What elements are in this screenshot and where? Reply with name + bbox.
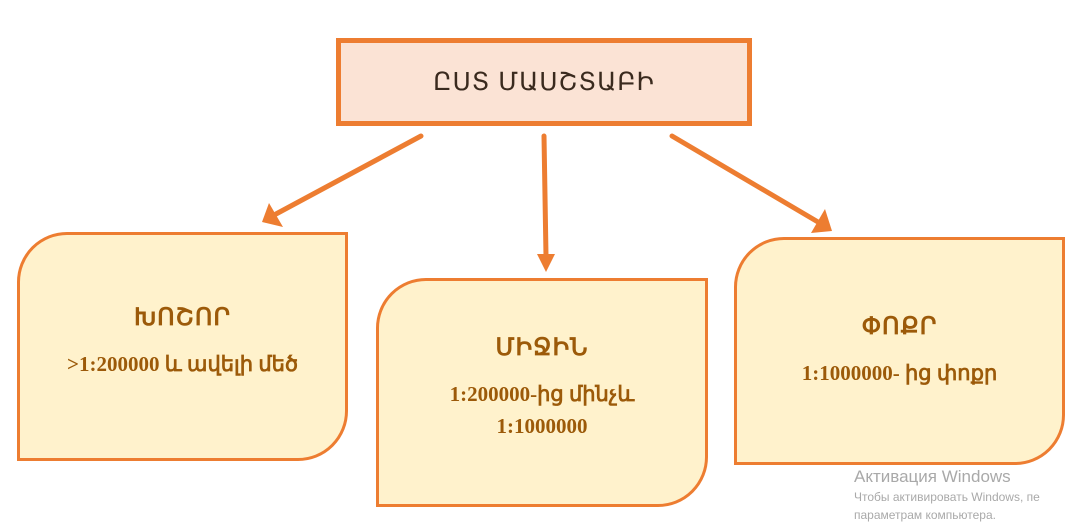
category-card-large: ԽՈՇՈՐ >1:200000 և ավելի մեծ: [17, 232, 348, 461]
category-description: >1:200000 և ավելի մեծ: [66, 352, 299, 376]
arrow-to-medium: [541, 133, 549, 259]
category-card-medium: ՄԻՋԻՆ 1:200000-ից մինչև 1:1000000: [376, 278, 708, 507]
root-title: ԸՍՏ ՄԱՍՇՏԱԲԻ: [433, 68, 655, 96]
watermark-title: Активация Windows: [854, 467, 1011, 486]
arrow-head-large: [262, 203, 283, 227]
watermark-line: Чтобы активировать Windows, пе: [854, 490, 1040, 504]
category-description: 1:1000000- ից փոքր: [801, 361, 998, 385]
arrow-to-small: [669, 133, 821, 225]
category-card-small: ՓՈՔՐ 1:1000000- ից փոքր: [734, 237, 1065, 465]
category-title: ՄԻՋԻՆ: [495, 335, 589, 361]
category-title: ԽՈՇՈՐ: [133, 305, 232, 331]
category-title: ՓՈՔՐ: [861, 314, 938, 340]
arrow-head-small: [811, 209, 832, 233]
arrow-to-large: [273, 133, 424, 217]
arrow-head-medium: [537, 254, 555, 272]
root-box: ԸՍՏ ՄԱՍՇՏԱԲԻ: [336, 38, 752, 126]
windows-activation-watermark: Активация Windows Чтобы активировать Win…: [854, 466, 1086, 524]
watermark-line: параметрам компьютера.: [854, 508, 996, 522]
category-description: 1:200000-ից մինչև 1:1000000: [449, 382, 635, 438]
